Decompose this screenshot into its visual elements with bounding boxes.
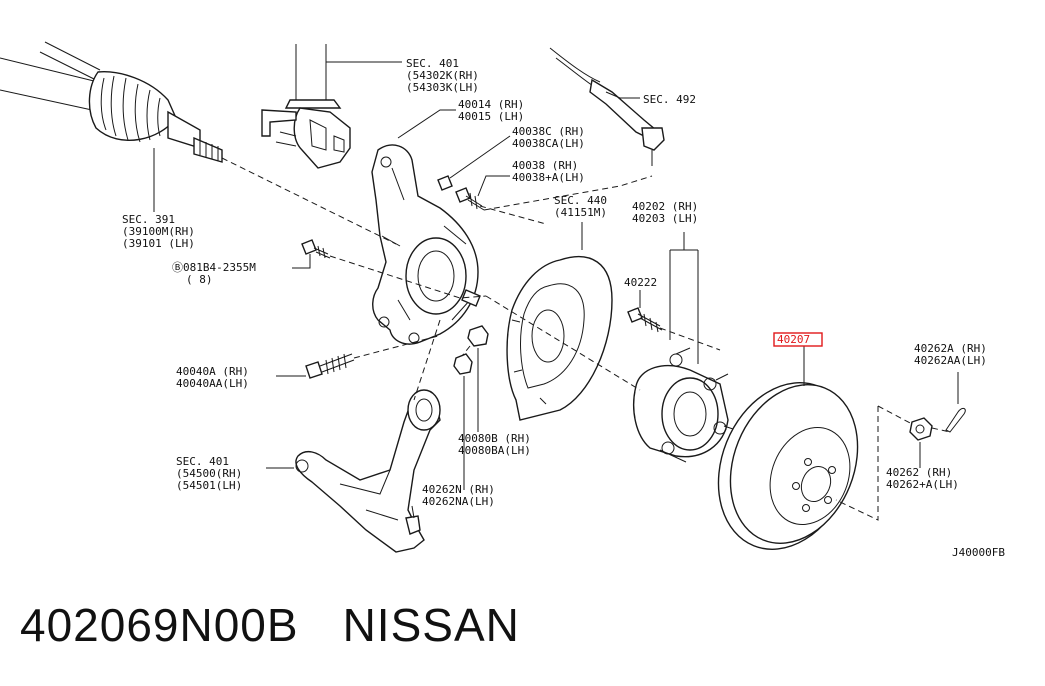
label-line: 40038+A(LH)	[512, 171, 585, 184]
label-line: 40015 (LH)	[458, 110, 524, 123]
label-bolt-38: 40038 (RH) 40038+A(LH)	[512, 159, 585, 184]
label-line: 40014 (RH)	[458, 98, 524, 111]
label-line: (39100M(RH)	[122, 225, 195, 238]
bolt-40038c	[437, 135, 511, 191]
label-line: 40040AA(LH)	[176, 377, 249, 390]
label-line: 40038C (RH)	[512, 125, 585, 138]
rotor-label-highlight	[773, 332, 823, 347]
label-hub: 40202 (RH) 40203 (LH)	[632, 200, 698, 225]
label-line: SEC. 401	[406, 57, 459, 70]
label-line: SEC. 492	[643, 93, 696, 106]
label-line: SEC. 391	[122, 213, 175, 226]
label-line: 40202 (RH)	[632, 200, 698, 213]
assembly-lines	[221, 157, 951, 521]
label-nut-40262n: 40262N (RH) 40262NA(LH)	[422, 483, 495, 508]
bolt-40222	[627, 290, 663, 333]
label-line: (54302K(RH)	[406, 69, 479, 82]
label-line: 40038CA(LH)	[512, 137, 585, 150]
tie-rod-end	[549, 47, 665, 166]
label-line: 40262NA(LH)	[422, 495, 495, 508]
label-line: SEC. 440	[554, 194, 607, 207]
label-bolt-081: Ⓑ081B4-2355M ( 8)	[172, 261, 256, 286]
label-line: 40262A (RH)	[914, 342, 987, 355]
label-line: SEC. 401	[176, 455, 229, 468]
label-line: (54501(LH)	[176, 479, 242, 492]
label-line: ( 8)	[186, 273, 213, 286]
brake-rotor	[717, 346, 859, 550]
label-line: (54500(RH)	[176, 467, 242, 480]
label-sec492: SEC. 492	[643, 93, 696, 106]
label-line: Ⓑ081B4-2355M	[172, 261, 256, 274]
label-sec401-top: SEC. 401 (54302K(RH) (54303K(LH)	[406, 57, 479, 94]
label-cotter: 40262A (RH) 40262AA(LH)	[914, 342, 987, 367]
label-line: 40203 (LH)	[632, 212, 698, 225]
lower-control-arm	[266, 389, 441, 553]
cotter-pin	[945, 372, 966, 433]
label-bolt-c: 40038C (RH) 40038CA(LH)	[512, 125, 585, 150]
bolt-081b4	[292, 239, 331, 269]
label-line: 40080B (RH)	[458, 432, 531, 445]
label-nut-40080: 40080B (RH) 40080BA(LH)	[458, 432, 531, 457]
label-rotor[interactable]: 40207	[773, 332, 823, 347]
bolt-40038	[455, 175, 510, 211]
label-line: 40262+A(LH)	[886, 478, 959, 491]
label-sec401-bottom: SEC. 401 (54500(RH) (54501(LH)	[176, 455, 242, 492]
bolt-40040a	[276, 353, 355, 379]
strut	[261, 44, 402, 169]
castle-nut-40262	[909, 417, 933, 468]
part-number: 402069N00B	[20, 599, 299, 651]
label-line: 40080BA(LH)	[458, 444, 531, 457]
label-line: 40040A (RH)	[176, 365, 249, 378]
nut-40080b	[467, 325, 489, 432]
label-nut-40262: 40262 (RH) 40262+A(LH)	[886, 466, 959, 491]
label-sec391: SEC. 391 (39100M(RH) (39101 (LH)	[122, 148, 195, 250]
label-knuckle: 40014 (RH) 40015 (LH)	[458, 98, 524, 123]
hub-assembly	[633, 232, 737, 463]
nut-40262n	[453, 353, 473, 490]
label-line: 40262N (RH)	[422, 483, 495, 496]
label-line: (54303K(LH)	[406, 81, 479, 94]
part-title: 402069N00B NISSAN	[20, 598, 564, 652]
label-line: 40262 (RH)	[886, 466, 952, 479]
steering-knuckle	[371, 109, 481, 345]
label-bolt-40222: 40222	[624, 276, 657, 289]
label-line: 40262AA(LH)	[914, 354, 987, 367]
figure-code: J40000FB	[952, 546, 1005, 559]
label-line: (41151M)	[554, 206, 607, 219]
label-line[interactable]: 40207	[777, 333, 810, 346]
dust-shield	[506, 222, 613, 421]
label-line: 40222	[624, 276, 657, 289]
label-bolt-40040: 40040A (RH) 40040AA(LH)	[176, 365, 249, 390]
label-sec440: SEC. 440 (41151M)	[554, 194, 607, 219]
drive-shaft	[0, 41, 223, 163]
label-line: (39101 (LH)	[122, 237, 195, 250]
brand-name: NISSAN	[342, 599, 520, 651]
label-line: J40000FB	[952, 546, 1005, 559]
label-line: 40038 (RH)	[512, 159, 578, 172]
